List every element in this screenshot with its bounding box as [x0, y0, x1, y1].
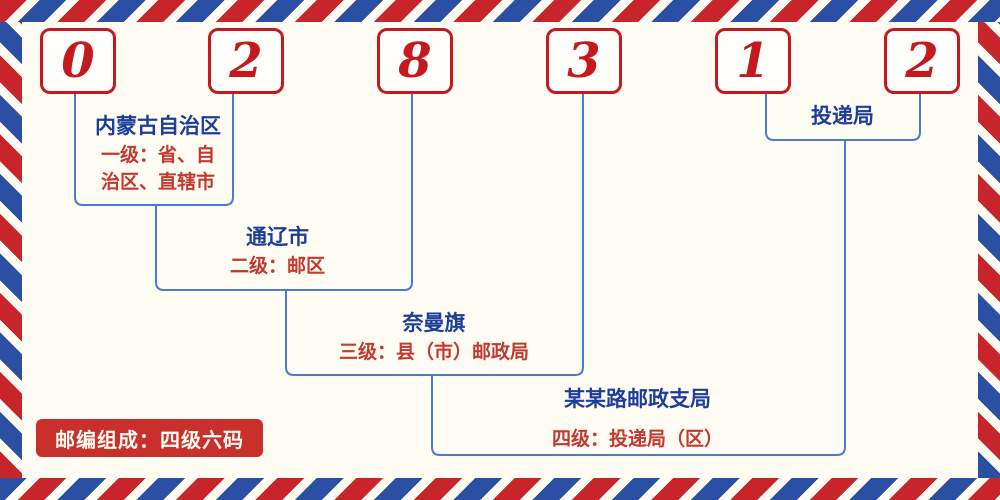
- level2-annotation: 通辽市 二级：邮区: [160, 226, 395, 280]
- delivery-office-annotation: 投递局: [770, 105, 915, 129]
- airmail-border-right: [978, 22, 1000, 478]
- postal-digit-3: 8: [398, 33, 432, 89]
- level3-annotation: 奈曼旗 三级：县（市）邮政局: [290, 312, 578, 366]
- level2-city-name: 通辽市: [246, 226, 309, 249]
- level4-branch-name: 某某路邮政支局: [564, 388, 711, 411]
- airmail-border-bottom: [0, 478, 1000, 500]
- postal-digit-box-5: 1: [715, 28, 791, 94]
- postal-digit-box-4: 3: [546, 28, 622, 94]
- delivery-office-label: 投递局: [811, 105, 874, 128]
- level1-region-name: 内蒙古自治区: [95, 115, 221, 138]
- postal-digit-box-3: 8: [377, 28, 453, 94]
- composition-badge: 邮编组成：四级六码: [36, 419, 263, 457]
- postal-digit-6: 2: [905, 33, 939, 89]
- postal-digit-box-1: 0: [40, 28, 116, 94]
- postal-digit-1: 0: [61, 33, 95, 89]
- postal-digit-2: 2: [229, 33, 263, 89]
- level3-county-name: 奈曼旗: [402, 312, 466, 335]
- postal-digit-5: 1: [736, 33, 770, 89]
- postal-digit-box-6: 2: [884, 28, 960, 94]
- postal-digit-4: 3: [567, 33, 601, 89]
- level1-description: 一级：省、自治区、直辖市: [100, 145, 215, 193]
- level2-description: 二级：邮区: [229, 256, 325, 277]
- composition-note: 邮编组成：四级六码: [55, 429, 244, 452]
- level4-annotation: 某某路邮政支局 四级：投递局（区）: [440, 388, 835, 453]
- level1-annotation: 内蒙古自治区 一级：省、自治区、直辖市: [78, 115, 238, 196]
- airmail-border-top: [0, 0, 1000, 22]
- postal-digit-box-2: 2: [208, 28, 284, 94]
- airmail-border-left: [0, 22, 22, 478]
- level3-description: 三级：县（市）邮政局: [338, 342, 529, 363]
- level4-description: 四级：投递局（区）: [551, 429, 723, 450]
